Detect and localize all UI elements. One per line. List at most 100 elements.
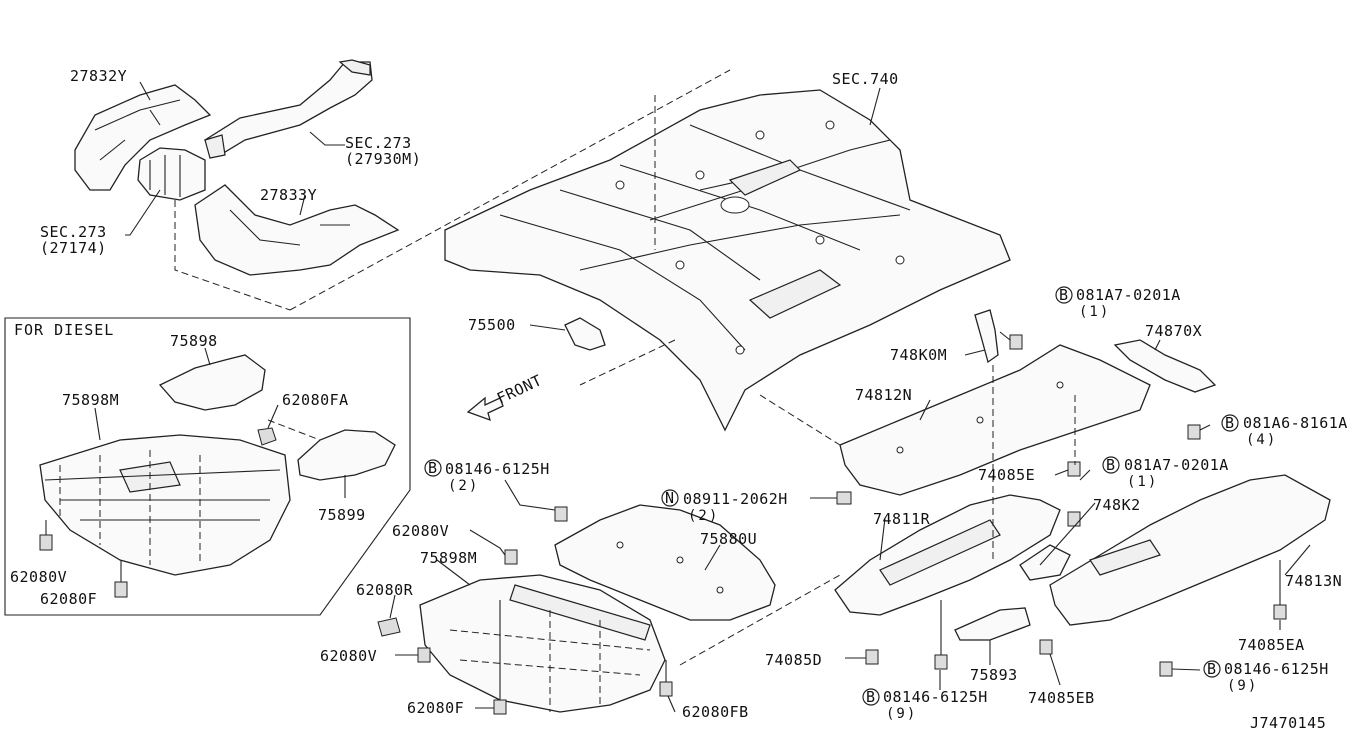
label-bottom-qty: (9) — [886, 706, 917, 722]
bolt-081a7-top — [1009, 334, 1023, 350]
label-75880u: 75880U — [700, 530, 757, 548]
label-74085e: 74085E — [978, 466, 1035, 484]
label-75899: 75899 — [318, 506, 366, 524]
bolt-marker-icon — [1221, 414, 1239, 432]
bracket-748k0m — [974, 309, 999, 364]
undercover-75898 — [158, 354, 266, 411]
label-sec740: SEC.740 — [832, 70, 899, 88]
label-081a7-top-code: 081A7-0201A — [1076, 286, 1181, 304]
label-bolt1-qty: (2) — [448, 478, 479, 494]
floor-panel — [444, 89, 1011, 432]
label-081a7-mid-qty: (1) — [1127, 474, 1158, 490]
label-bottom-code: 08146-6125H — [883, 688, 988, 706]
bolt-081a7-mid — [1067, 511, 1081, 527]
bracket-75500 — [564, 317, 606, 351]
leader-dash — [174, 200, 291, 311]
label-62080v-left: 62080V — [10, 568, 67, 586]
bolt-74085e — [1067, 461, 1081, 477]
label-748k0m: 748K0M — [890, 346, 947, 364]
bolt-62080v-low — [417, 647, 431, 663]
leader-dash — [267, 419, 321, 441]
label-sec273-a-ref: (27930M) — [345, 150, 421, 168]
catalytic-converter — [137, 147, 206, 201]
bolt-74085d — [865, 649, 879, 665]
bolt-marker-1: B — [428, 459, 438, 477]
cover-75893 — [954, 607, 1031, 641]
bolt-081a6 — [1187, 424, 1201, 440]
label-75500: 75500 — [468, 316, 516, 334]
bolt-08146-bottom — [934, 600, 948, 670]
front-label: FRONT — [494, 371, 545, 407]
bolt-74085ea — [1273, 560, 1287, 620]
leader-dash — [579, 339, 676, 386]
label-748k2: 748K2 — [1093, 496, 1141, 514]
bolt-62080fb — [659, 660, 673, 697]
leader-dash — [679, 574, 841, 666]
label-081a7-mid-code: 081A7-0201A — [1124, 456, 1229, 474]
bolt-marker-4: B — [1106, 456, 1116, 474]
label-74813n: 74813N — [1285, 572, 1342, 590]
stay-74870x — [1113, 339, 1217, 393]
label-75893: 75893 — [970, 666, 1018, 684]
label-27832y: 27832Y — [70, 67, 127, 85]
label-sec273-a: SEC.273 — [345, 134, 412, 152]
label-62080v-mid: 62080V — [392, 522, 449, 540]
undercover-75880u — [554, 504, 776, 621]
bolt-marker-icon — [862, 688, 880, 706]
label-sec273-b: SEC.273 — [40, 223, 107, 241]
exhaust-pipe-sec273 — [203, 59, 373, 159]
bolt-74085eb — [1039, 639, 1053, 655]
bolt-marker-5: B — [866, 688, 876, 706]
bolt-08146-right — [1159, 661, 1173, 677]
label-081a6-code: 081A6-8161A — [1243, 414, 1348, 432]
engine-undercover-diesel — [39, 434, 291, 576]
label-62080f-left: 62080F — [40, 590, 97, 608]
label-74870x: 74870X — [1145, 322, 1202, 340]
bolt-62080f-left — [114, 560, 128, 598]
label-75898: 75898 — [170, 332, 218, 350]
label-081a6-qty: (4) — [1246, 432, 1277, 448]
leader-dash — [759, 394, 841, 446]
nut-marker: N — [665, 489, 675, 507]
heat-insulator-27833y — [194, 184, 400, 276]
bolt-marker-3: B — [1225, 414, 1235, 432]
heat-insulator-27832y — [74, 84, 212, 191]
clip-62080r — [377, 617, 401, 637]
label-74085ea: 74085EA — [1238, 636, 1305, 654]
label-74811r: 74811R — [873, 510, 931, 528]
bolt-62080v-mid — [504, 549, 518, 565]
bolt-62080v-left — [39, 520, 53, 551]
label-nut-code: 08911-2062H — [683, 490, 788, 508]
bolt-marker-icon — [1055, 286, 1073, 304]
label-27833y: 27833Y — [260, 186, 317, 204]
leader-dash — [289, 69, 731, 311]
drawing-code: J7470145 — [1250, 714, 1326, 732]
floor-undercover-74812n — [839, 344, 1151, 496]
bolt-marker-2: B — [1059, 286, 1069, 304]
label-081a7-top-qty: (1) — [1079, 304, 1110, 320]
bolt-marker-icon — [424, 459, 442, 477]
label-62080f-low: 62080F — [407, 699, 464, 717]
label-62080v-low: 62080V — [320, 647, 377, 665]
label-bolt1-code: 08146-6125H — [445, 460, 550, 478]
label-right-code: 08146-6125H — [1224, 660, 1329, 678]
label-sec273-b-ref: (27174) — [40, 239, 107, 257]
label-right-qty: (9) — [1227, 678, 1258, 694]
clip-62080fa — [257, 427, 277, 446]
engine-undercover-75898m — [419, 574, 666, 713]
bolt-marker-icon — [1102, 456, 1120, 474]
bracket-748k2 — [1019, 544, 1071, 581]
floor-undercover-74813n — [1049, 474, 1331, 626]
bolt-62080f-low — [493, 600, 507, 715]
label-62080fa: 62080FA — [282, 391, 349, 409]
diesel-inset-box — [4, 317, 411, 616]
nut-marker-icon — [661, 489, 679, 507]
label-74085d: 74085D — [765, 651, 822, 669]
label-75898m-top: 75898M — [62, 391, 119, 409]
label-74085eb: 74085EB — [1028, 689, 1095, 707]
leader-lines — [94, 81, 1311, 713]
bolt-08146-mid — [554, 506, 568, 522]
label-nut-qty: (2) — [688, 508, 719, 524]
label-75898m-mid: 75898M — [420, 549, 477, 567]
